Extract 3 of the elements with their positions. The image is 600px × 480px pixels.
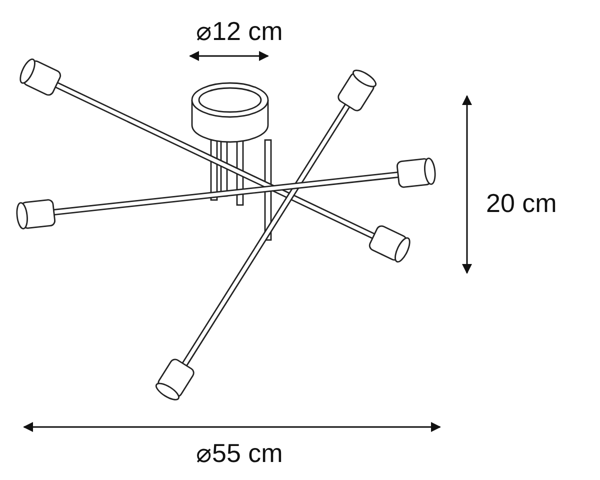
dimension-label: 20 cm xyxy=(486,188,557,219)
dimension-label: ⌀12 cm xyxy=(196,16,283,47)
dimension-label: ⌀55 cm xyxy=(196,438,283,469)
